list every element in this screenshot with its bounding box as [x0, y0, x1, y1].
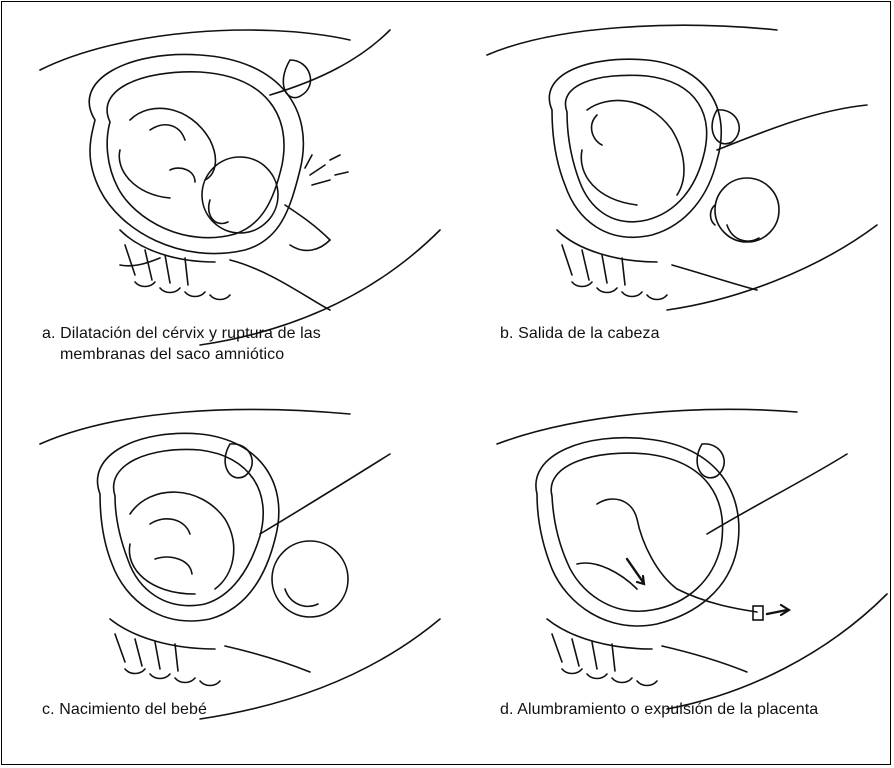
caption-a-line1: a. Dilatación del cérvix y ruptura de la…: [42, 325, 321, 342]
caption-d: d. Alumbramiento o expulsión de la place…: [500, 699, 818, 720]
panel-d: d. Alumbramiento o expulsión de la place…: [447, 384, 894, 768]
caption-d-line1: d. Alumbramiento o expulsión de la place…: [500, 701, 818, 718]
caption-b-line1: b. Salida de la cabeza: [500, 325, 660, 342]
panel-a: a. Dilatación del cérvix y ruptura de la…: [0, 0, 447, 384]
caption-a: a. Dilatación del cérvix y ruptura de la…: [42, 323, 321, 365]
caption-a-line2: membranas del saco amniótico: [42, 344, 321, 365]
panel-c: c. Nacimiento del bebé: [0, 384, 447, 768]
caption-c-line1: c. Nacimiento del bebé: [42, 701, 207, 718]
caption-c: c. Nacimiento del bebé: [42, 699, 207, 720]
panel-b: b. Salida de la cabeza: [447, 0, 894, 384]
caption-b: b. Salida de la cabeza: [500, 323, 660, 344]
